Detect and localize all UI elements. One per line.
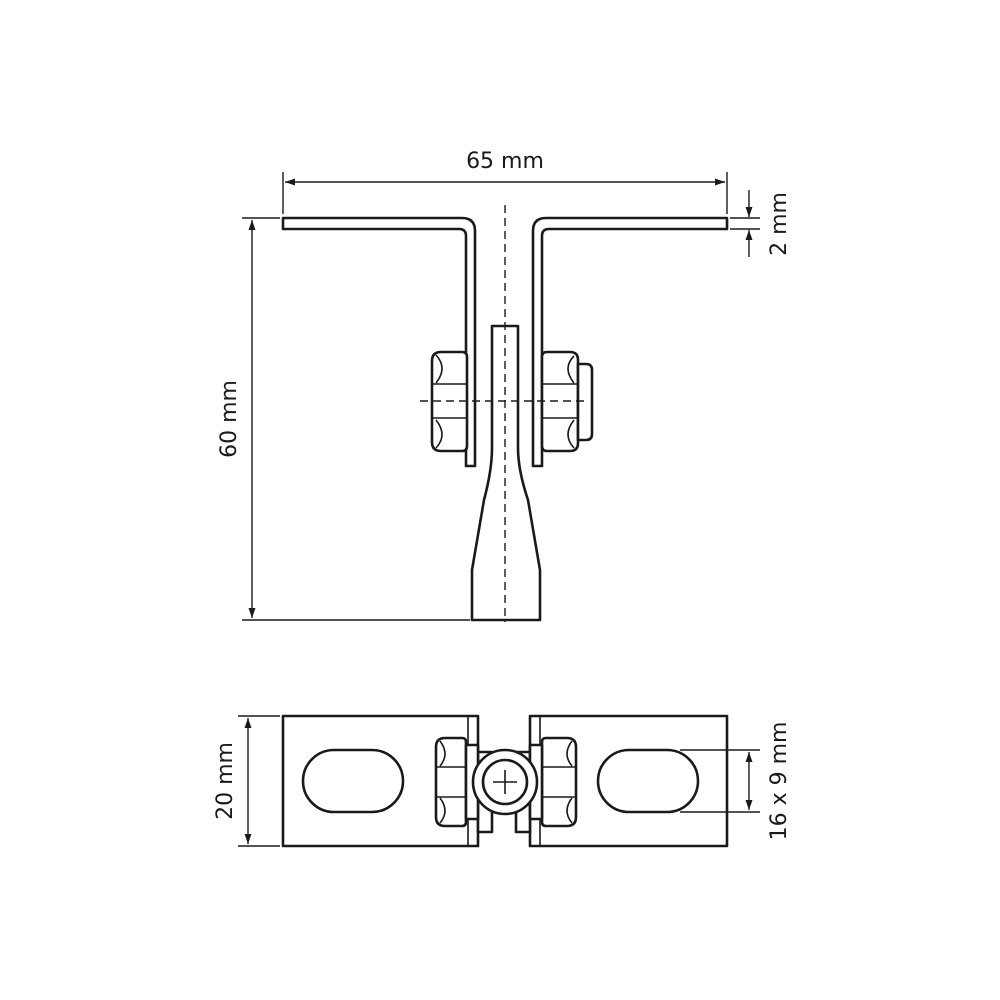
tapered-rod — [470, 324, 542, 622]
dimension-slot: 16 x 9 mm — [680, 722, 792, 841]
top-view — [281, 714, 729, 848]
dimension-bracket-height: 20 mm — [213, 715, 280, 847]
bracket-height-label: 20 mm — [213, 742, 238, 820]
dimension-thickness: 2 mm — [730, 190, 792, 257]
rod-inner-circle — [481, 758, 529, 806]
right-slot — [596, 748, 700, 814]
left-slot — [301, 748, 405, 814]
width-label: 65 mm — [466, 149, 544, 174]
thickness-label: 2 mm — [767, 192, 792, 256]
right-angle-bracket — [531, 216, 729, 468]
dimension-height: 60 mm — [217, 217, 470, 621]
right-hex-nut — [540, 350, 594, 453]
left-angle-bracket — [281, 216, 477, 468]
dimension-width: 65 mm — [282, 149, 728, 214]
front-view — [281, 205, 729, 622]
slot-label: 16 x 9 mm — [767, 722, 792, 841]
height-label: 60 mm — [217, 380, 242, 458]
